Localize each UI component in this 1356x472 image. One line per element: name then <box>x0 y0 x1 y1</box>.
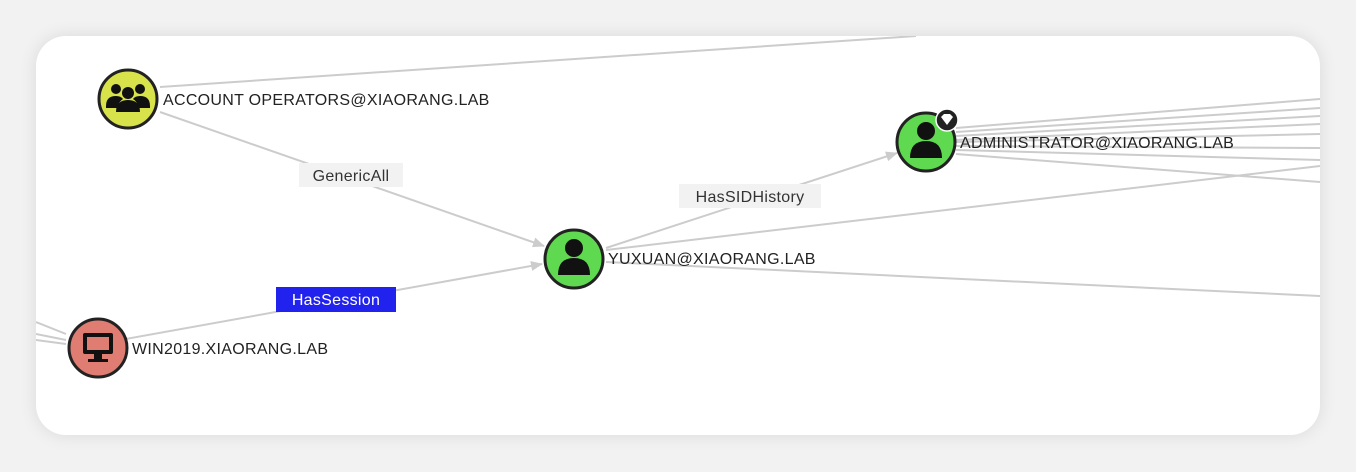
graph-canvas[interactable]: GenericAll HasSIDHistory HasSession ACCO… <box>36 36 1320 435</box>
edge-admin-right-3[interactable] <box>955 115 1320 137</box>
svg-text:WIN2019.XIAORANG.LAB: WIN2019.XIAORANG.LAB <box>132 341 328 358</box>
node-yuxuan[interactable]: YUXUAN@XIAORANG.LAB <box>543 228 816 290</box>
edge-yuxuan-right-2[interactable] <box>605 261 1320 297</box>
edge-yuxuan-right-1[interactable] <box>605 165 1320 251</box>
edge-admin-right-2[interactable] <box>955 107 1320 133</box>
edge-admin-right-7[interactable] <box>955 149 1320 161</box>
graph-svg[interactable]: GenericAll HasSIDHistory HasSession ACCO… <box>36 36 1320 435</box>
edge-label-has-sid-history[interactable]: HasSIDHistory <box>679 184 821 208</box>
edge-admin-right-5[interactable] <box>955 133 1320 143</box>
monitor-icon <box>83 333 113 362</box>
edge-label-has-session[interactable]: HasSession <box>276 287 396 312</box>
edge-left-in-1[interactable] <box>36 321 67 335</box>
background-edges <box>36 36 1320 345</box>
svg-text:GenericAll: GenericAll <box>313 168 390 185</box>
edge-left-in-3[interactable] <box>36 339 67 345</box>
user-icon <box>558 239 590 275</box>
group-icon <box>106 84 150 112</box>
svg-text:HasSIDHistory: HasSIDHistory <box>696 189 805 206</box>
node-account-operators[interactable]: ACCOUNT OPERATORS@XIAORANG.LAB <box>97 68 490 130</box>
svg-text:YUXUAN@XIAORANG.LAB: YUXUAN@XIAORANG.LAB <box>608 251 816 268</box>
user-icon <box>910 122 942 158</box>
edge-offscreen-top[interactable] <box>159 36 917 88</box>
edge-admin-right-8[interactable] <box>955 153 1320 183</box>
svg-text:HasSession: HasSession <box>292 292 380 309</box>
node-administrator[interactable]: ADMINISTRATOR@XIAORANG.LAB <box>895 108 1234 173</box>
edge-admin-right-6[interactable] <box>955 145 1320 149</box>
svg-text:ADMINISTRATOR@XIAORANG.LAB: ADMINISTRATOR@XIAORANG.LAB <box>960 135 1234 152</box>
svg-text:ACCOUNT OPERATORS@XIAORANG.LAB: ACCOUNT OPERATORS@XIAORANG.LAB <box>163 92 490 109</box>
edge-admin-right-1[interactable] <box>955 98 1320 129</box>
gem-icon <box>935 108 959 132</box>
edge-admin-right-4[interactable] <box>955 123 1320 141</box>
edge-left-in-2[interactable] <box>36 333 67 341</box>
edge-label-generic-all[interactable]: GenericAll <box>299 163 403 187</box>
node-win2019[interactable]: WIN2019.XIAORANG.LAB <box>67 317 328 379</box>
